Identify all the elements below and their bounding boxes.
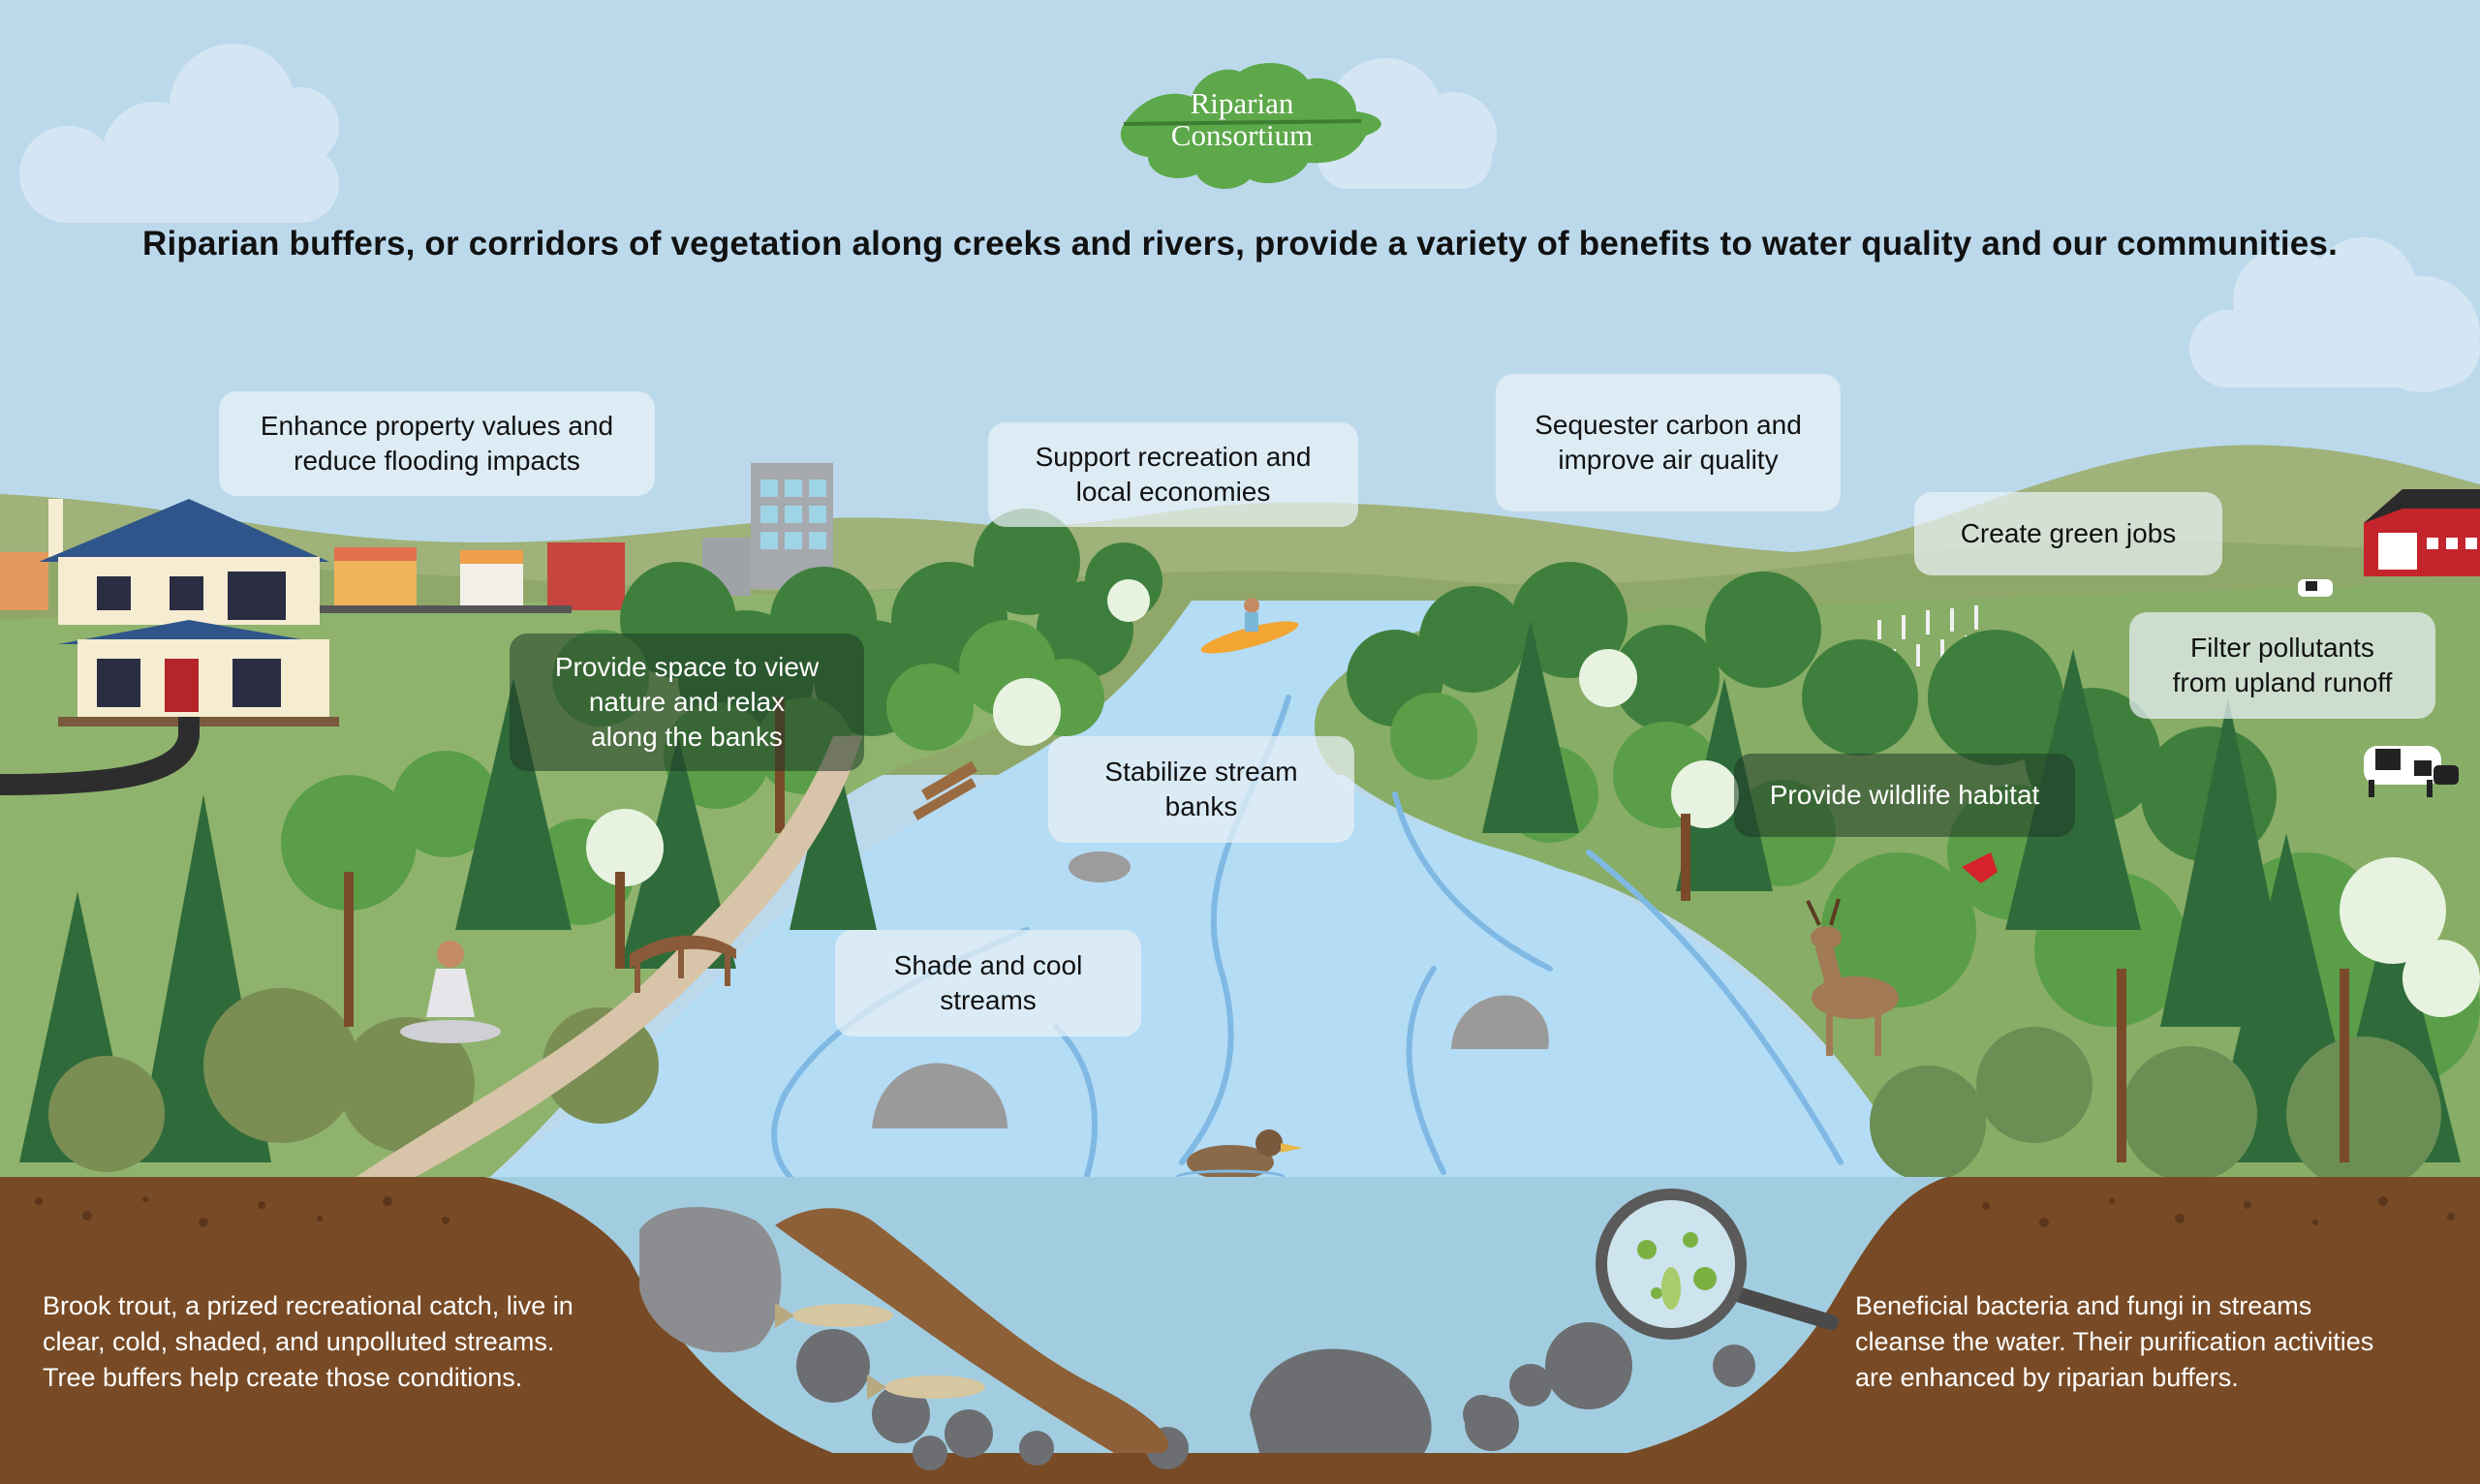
house-icon — [39, 499, 339, 727]
callout-text: reduce flooding impacts — [294, 446, 580, 476]
trout-icon — [775, 1303, 985, 1400]
note-line: clear, cold, shaded, and unpolluted stre… — [43, 1327, 555, 1356]
logo-line1: Riparian — [1190, 86, 1294, 120]
meditating-person-icon — [400, 941, 501, 1043]
callout-view-nature: Provide space to view nature and relax alo… — [510, 634, 864, 771]
note-line: cleanse the water. Their purification ac… — [1855, 1327, 2374, 1356]
soil-pebbles — [35, 1196, 2455, 1227]
note-line: Beneficial bacteria and fungi in streams — [1855, 1291, 2312, 1320]
bridge-icon — [630, 935, 736, 993]
callout-text: Filter pollutants — [2190, 633, 2374, 663]
fallen-log — [775, 1208, 1169, 1453]
callout-recreation: Support recreation and local economies — [988, 422, 1358, 527]
note-brook-trout: Brook trout, a prized recreational catch… — [43, 1288, 574, 1396]
note-line: Tree buffers help create those condition… — [43, 1363, 523, 1392]
callout-text: improve air quality — [1558, 445, 1779, 475]
barn-icon — [2364, 489, 2480, 576]
cardinal-icon — [1962, 852, 1998, 883]
cloud-right — [2189, 237, 2480, 392]
driveway — [0, 717, 200, 795]
callout-text: along the banks — [591, 722, 783, 752]
trees-right — [1347, 562, 2480, 1191]
callout-text: Support recreation and — [1035, 442, 1312, 472]
duck-icon — [1175, 1129, 1303, 1185]
callout-filter-pollutants: Filter pollutants from upland runoff — [2129, 612, 2435, 719]
cloud-left — [19, 44, 339, 223]
deer-icon — [1806, 898, 1899, 1056]
callout-text: Sequester carbon and — [1534, 410, 1802, 440]
magnifier-icon — [1596, 1189, 1839, 1340]
callout-text: banks — [1164, 791, 1238, 821]
soil-layer — [0, 1177, 2480, 1484]
callout-text: Stabilize stream — [1104, 757, 1298, 787]
stream-boulders — [639, 1207, 1755, 1470]
river — [484, 601, 1928, 1182]
note-line: Brook trout, a prized recreational catch… — [43, 1291, 574, 1320]
callout-text: Create green jobs — [1960, 518, 2177, 548]
rock — [1069, 851, 1131, 882]
rock — [1451, 995, 1549, 1049]
callout-property-values: Enhance property values and reduce floodi… — [219, 391, 655, 496]
cow-icon — [2298, 579, 2459, 797]
callout-shade-streams: Shade and cool streams — [835, 930, 1141, 1036]
kayak-icon — [1200, 598, 1299, 654]
callout-carbon: Sequester carbon and improve air quality — [1496, 374, 1841, 511]
callout-text: local economies — [1075, 477, 1271, 507]
callout-text: streams — [940, 985, 1037, 1015]
callout-text: from upland runoff — [2172, 667, 2393, 697]
town — [0, 463, 833, 613]
logo: Riparian Consortium — [1114, 56, 1376, 192]
callout-text: Shade and cool — [893, 950, 1083, 980]
rock — [872, 1063, 1008, 1128]
note-line: are enhanced by riparian buffers. — [1855, 1363, 2239, 1392]
callout-stabilize-banks: Stabilize stream banks — [1048, 736, 1354, 843]
callout-green-jobs: Create green jobs — [1914, 492, 2222, 575]
callout-text: Enhance property values and — [260, 411, 614, 441]
bench-icon — [913, 760, 977, 820]
callout-text: nature and relax — [588, 687, 786, 717]
logo-line2: Consortium — [1170, 118, 1314, 152]
callout-text: Provide wildlife habitat — [1769, 780, 2040, 810]
headline: Riparian buffers, or corridors of vegeta… — [142, 225, 2338, 263]
oak-leaf-logo-icon — [1120, 62, 1381, 190]
callout-wildlife-habitat: Provide wildlife habitat — [1734, 754, 2075, 837]
callout-text: Provide space to view — [554, 652, 820, 682]
note-bacteria-fungi: Beneficial bacteria and fungi in streams… — [1855, 1288, 2373, 1396]
